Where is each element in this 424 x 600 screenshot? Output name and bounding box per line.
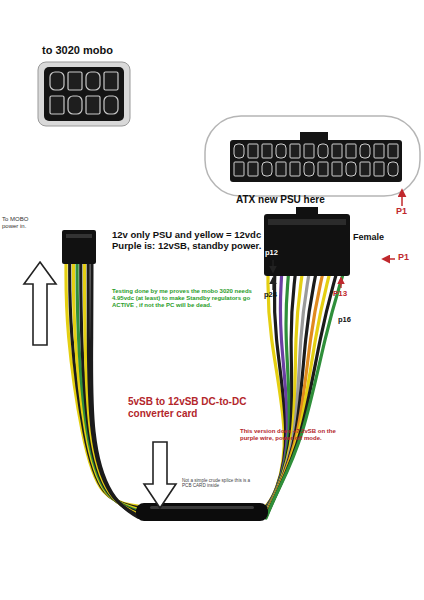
pin-socket	[374, 162, 384, 176]
pin-socket	[248, 144, 258, 158]
callout-label: p24	[264, 291, 288, 300]
callout-label: P1	[398, 252, 422, 262]
wire	[266, 275, 322, 515]
pin-socket	[360, 162, 370, 176]
converter-title: 5vSB to 12vSB DC-to-DC converter card	[128, 396, 268, 419]
pin-socket	[332, 162, 342, 176]
pin-socket	[304, 144, 314, 158]
atx-female-connector	[264, 207, 350, 276]
p13-arrow	[340, 278, 341, 288]
pin-socket	[290, 144, 300, 158]
p1-arrow	[383, 258, 395, 260]
callout-label: to 3020 mobo	[42, 44, 152, 57]
hollow-up-arrow	[24, 262, 56, 345]
note-text: This version does +7.2vSB on the purple …	[240, 428, 340, 442]
wire	[266, 275, 329, 516]
pin-socket	[262, 162, 272, 176]
p24-arrow	[272, 278, 273, 290]
callout-label: Female	[353, 232, 397, 242]
pin-socket	[318, 144, 328, 158]
pin-socket	[276, 144, 286, 158]
eight-pin-zoom	[38, 62, 130, 126]
pin-socket	[346, 162, 356, 176]
pin-socket	[234, 144, 244, 158]
p12-arrow	[272, 260, 273, 272]
callout-label: p16	[338, 316, 362, 325]
hollow-down-arrow	[144, 442, 176, 508]
pin-socket	[50, 72, 64, 90]
converter-card	[136, 503, 268, 521]
pin-socket	[346, 144, 356, 158]
pin-socket	[360, 144, 370, 158]
pin-socket	[68, 72, 82, 90]
pin-socket	[332, 144, 342, 158]
twentyfour-pin-zoom	[205, 116, 420, 206]
wire	[266, 275, 343, 518]
callout-label: To MOBO power in.	[2, 216, 46, 230]
wire	[266, 275, 336, 517]
note-text: 12v only PSU and yellow = 12vdc Purple i…	[112, 230, 264, 252]
pin-socket	[318, 162, 328, 176]
eight-pin-connector	[62, 230, 96, 264]
pin-socket	[304, 162, 314, 176]
pin-socket	[86, 96, 100, 114]
pin-socket	[374, 144, 384, 158]
pin-socket	[86, 72, 100, 90]
callout-label: p12	[265, 249, 289, 258]
pin-socket	[68, 96, 82, 114]
pin-socket	[290, 162, 300, 176]
callout-label: ATX new PSU here	[236, 194, 396, 206]
pin-socket	[104, 72, 118, 90]
callout-label: P1	[396, 206, 420, 216]
pin-socket	[388, 162, 398, 176]
pin-socket	[50, 96, 64, 114]
pin-socket	[234, 162, 244, 176]
pin-socket	[388, 144, 398, 158]
pin-socket	[262, 144, 272, 158]
pin-socket	[104, 96, 118, 114]
wire	[266, 275, 295, 510]
note-text: Testing done by me proves the mobo 3020 …	[112, 288, 254, 309]
pin-socket	[248, 162, 258, 176]
wire-bundle	[66, 262, 343, 518]
callout-label: P13	[333, 289, 357, 298]
note-text: Not a simple crude splice this is a PCB …	[182, 478, 256, 489]
pin-socket	[276, 162, 286, 176]
